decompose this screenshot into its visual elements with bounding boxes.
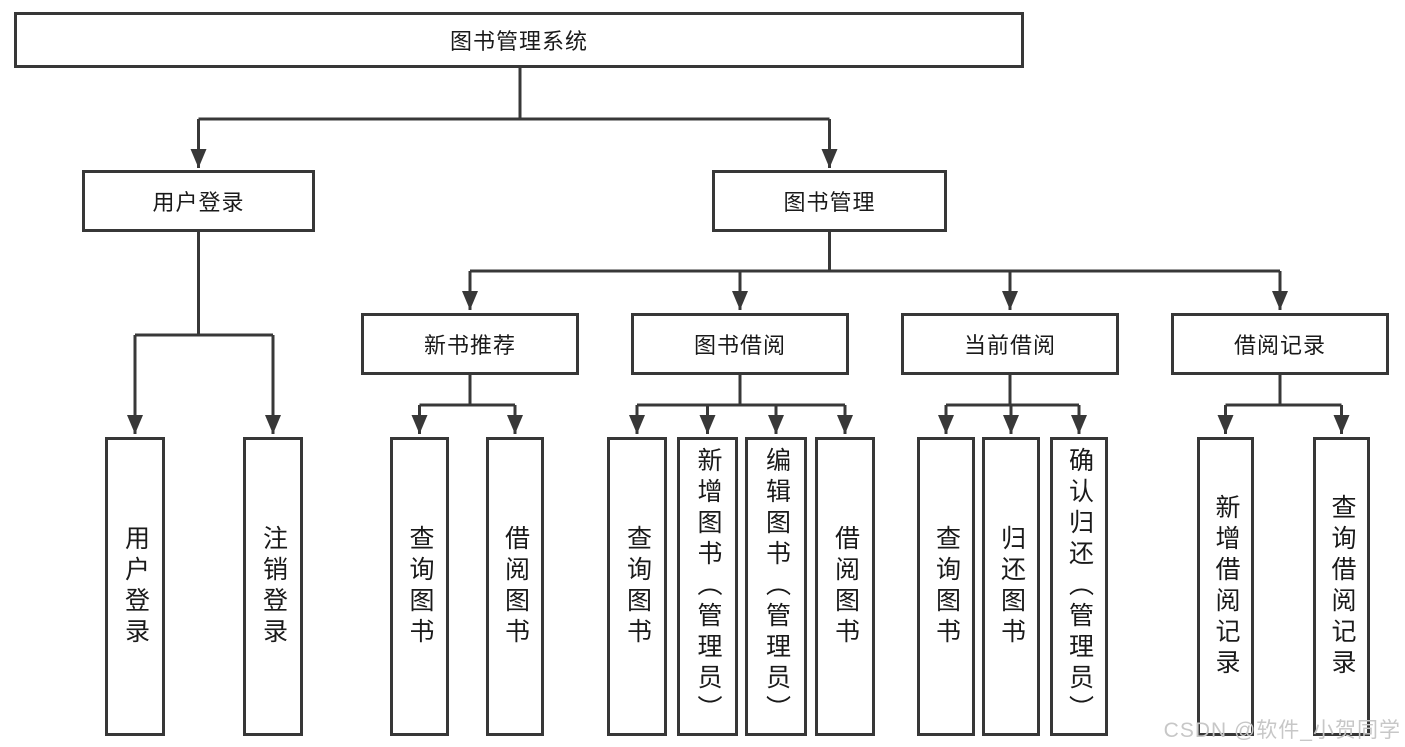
node-new-book-recommend: 新书推荐 bbox=[361, 313, 579, 375]
node-book-management-branch: 图书管理 bbox=[712, 170, 947, 232]
edge-borrow-records-children bbox=[1217, 375, 1350, 434]
node-library-management-system: 图书管理系统 bbox=[14, 12, 1024, 68]
node-leaf-user-login: 用户登录 bbox=[105, 437, 165, 736]
edge-book-mgmt-to-level3 bbox=[462, 232, 1288, 310]
node-leaf-confirm-return-admin: 确认归还（管理员） bbox=[1050, 437, 1108, 736]
csdn-watermark: CSDN @软件_小贺同学 bbox=[1163, 719, 1401, 742]
edge-user-login-children bbox=[127, 232, 281, 434]
node-borrowing-records: 借阅记录 bbox=[1171, 313, 1389, 375]
edge-book-borrow-children bbox=[629, 375, 853, 434]
node-leaf-add-borrow-record: 新增借阅记录 bbox=[1197, 437, 1254, 736]
node-leaf-query-books-current: 查询图书 bbox=[917, 437, 975, 736]
node-leaf-borrow-books-recommend: 借阅图书 bbox=[486, 437, 544, 736]
node-user-login-branch: 用户登录 bbox=[82, 170, 315, 232]
edge-current-borrow-children bbox=[938, 375, 1087, 434]
node-leaf-borrow-books: 借阅图书 bbox=[815, 437, 875, 736]
node-leaf-add-books-admin: 新增图书（管理员） bbox=[677, 437, 738, 736]
node-current-borrowing: 当前借阅 bbox=[901, 313, 1119, 375]
node-book-borrowing: 图书借阅 bbox=[631, 313, 849, 375]
node-leaf-logout: 注销登录 bbox=[243, 437, 303, 736]
node-leaf-return-books: 归还图书 bbox=[982, 437, 1040, 736]
node-leaf-edit-books-admin: 编辑图书（管理员） bbox=[745, 437, 807, 736]
node-leaf-query-books-borrow: 查询图书 bbox=[607, 437, 667, 736]
edge-new-books-children bbox=[411, 375, 523, 434]
node-leaf-query-books-recommend: 查询图书 bbox=[390, 437, 449, 736]
node-leaf-query-borrow-record: 查询借阅记录 bbox=[1313, 437, 1370, 736]
edge-root-to-level2 bbox=[190, 66, 838, 168]
